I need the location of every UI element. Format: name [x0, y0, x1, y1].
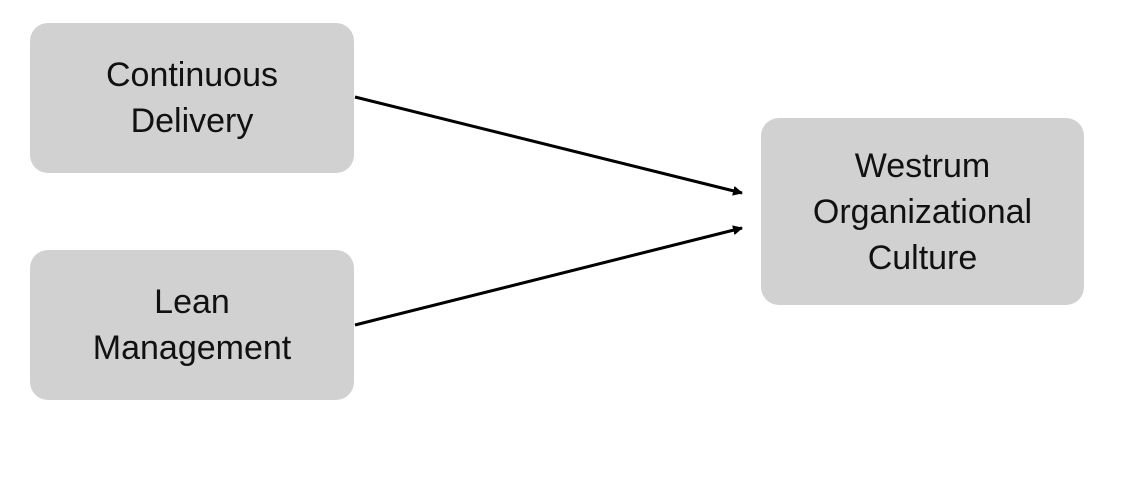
node-lean-management: Lean Management — [30, 250, 354, 400]
node-continuous-delivery: Continuous Delivery — [30, 23, 354, 173]
arrow-cd-to-woc — [354, 95, 743, 196]
arrow-lm-to-woc — [354, 225, 743, 327]
node-westrum-organizational-culture: Westrum Organizational Culture — [761, 118, 1084, 305]
